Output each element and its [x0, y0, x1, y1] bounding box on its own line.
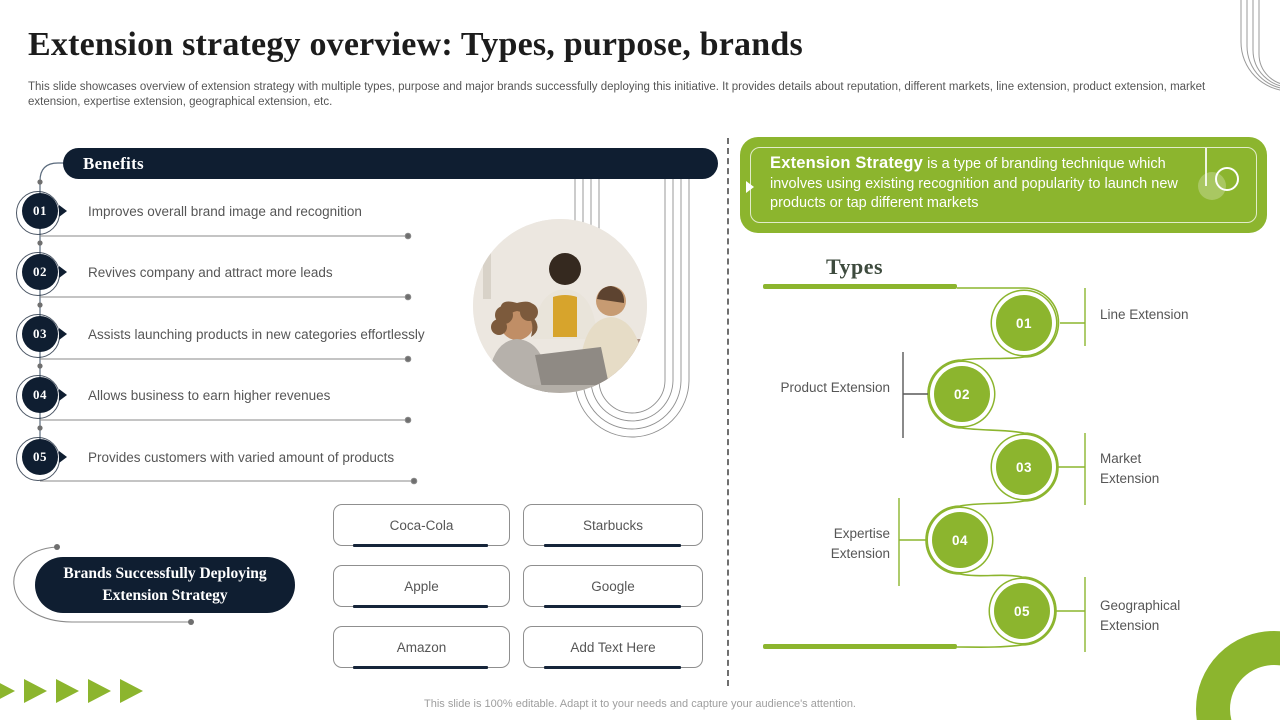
benefit-text: Provides customers with varied amount of… [88, 449, 395, 465]
type-number: 05 [1013, 603, 1031, 619]
benefit-item-3: 03 Assists launching products in new cat… [0, 313, 470, 358]
brands-heading-label: Brands Successfully Deploying Extension … [63, 565, 267, 604]
type-badge-4: 04 [932, 512, 988, 568]
ring-icon [1215, 167, 1239, 191]
underline-accent [543, 544, 681, 547]
brand-label: Coca-Cola [389, 517, 454, 533]
benefit-number-badge: 05 [16, 437, 60, 481]
brand-label: Add Text Here [570, 639, 656, 655]
slide-description: This slide showcases overview of extensi… [28, 81, 1206, 109]
benefit-number-badge: 01 [16, 191, 60, 235]
type-number: 03 [1015, 459, 1033, 475]
brand-box-coca-cola[interactable]: Coca-Cola [333, 504, 510, 547]
brand-box-google[interactable]: Google [523, 565, 703, 608]
underline-accent [353, 605, 488, 608]
type-number: 02 [953, 386, 971, 402]
type-label-line-extension: Line Extension [1100, 307, 1189, 322]
underline-accent [543, 605, 681, 608]
section-divider [727, 138, 729, 686]
definition-text: Extension Strategy is a type of branding… [770, 152, 1200, 214]
type-badge-2: 02 [934, 366, 990, 422]
brands-heading-pill: Brands Successfully Deploying Extension … [35, 557, 295, 613]
type-label-expertise-extension: Expertise Extension [830, 526, 890, 561]
team-photo-illustration [473, 219, 647, 393]
types-top-bar [763, 284, 957, 289]
brand-label: Starbucks [582, 517, 644, 533]
pointer-icon [59, 389, 67, 401]
brand-label: Apple [404, 578, 439, 594]
definition-callout: Extension Strategy is a type of branding… [740, 137, 1267, 233]
green-arrow-icons [0, 679, 143, 703]
arrow-right-icon [56, 679, 79, 703]
type-badge-1: 01 [996, 295, 1052, 351]
pointer-icon [59, 205, 67, 217]
benefit-number: 02 [33, 264, 47, 279]
arrow-right-icon [24, 679, 47, 703]
benefit-number-badge: 03 [16, 314, 60, 358]
pointer-icon [746, 181, 754, 193]
underline-accent [543, 666, 681, 669]
benefit-item-5: 05 Provides customers with varied amount… [0, 436, 470, 481]
brand-box-amazon[interactable]: Amazon [333, 626, 510, 669]
types-heading: Types [826, 254, 884, 279]
type-number: 04 [951, 532, 969, 548]
types-bottom-bar [763, 644, 957, 649]
brand-box-add-text[interactable]: Add Text Here [523, 626, 703, 669]
benefit-number: 03 [33, 326, 47, 341]
benefits-header: Benefits [63, 148, 718, 179]
arrow-right-icon [120, 679, 143, 703]
type-badge-5: 05 [994, 583, 1050, 639]
pointer-icon [59, 266, 67, 278]
underline-accent [353, 544, 488, 547]
team-photo-image [473, 219, 647, 393]
type-number: 01 [1015, 315, 1033, 331]
arrow-right-icon [88, 679, 111, 703]
brand-box-starbucks[interactable]: Starbucks [523, 504, 703, 547]
type-label-product-extension: Product Extension [780, 380, 890, 395]
benefit-text: Revives company and attract more leads [88, 264, 333, 280]
benefit-item-4: 04 Allows business to earn higher revenu… [0, 374, 470, 419]
connector-line [1205, 148, 1207, 186]
brand-label: Amazon [396, 639, 447, 655]
benefits-heading-label: Benefits [83, 153, 144, 173]
brand-box-apple[interactable]: Apple [333, 565, 510, 608]
benefit-text: Assists launching products in new catego… [88, 326, 425, 342]
footer-note: This slide is 100% editable. Adapt it to… [424, 698, 856, 710]
benefit-number-badge: 04 [16, 375, 60, 419]
benefit-number-badge: 02 [16, 252, 60, 296]
arrow-right-icon [0, 679, 15, 703]
underline-accent [353, 666, 488, 669]
pointer-icon [59, 328, 67, 340]
benefit-item-2: 02 Revives company and attract more lead… [0, 251, 470, 296]
type-label-market-extension: Market Extension [1100, 451, 1160, 486]
page-title: Extension strategy overview: Types, purp… [28, 26, 803, 63]
benefit-text: Allows business to earn higher revenues [88, 387, 331, 403]
definition-body: is a type of branding technique which in… [770, 156, 1178, 212]
benefit-number: 04 [33, 387, 47, 402]
benefit-item-1: 01 Improves overall brand image and reco… [0, 190, 470, 235]
brand-label: Google [591, 578, 635, 594]
type-label-geographical-extension: Geographical Extension [1100, 598, 1181, 633]
type-badge-3: 03 [996, 439, 1052, 495]
benefit-number: 01 [33, 203, 47, 218]
pointer-icon [59, 451, 67, 463]
benefit-number: 05 [33, 449, 47, 464]
benefit-text: Improves overall brand image and recogni… [88, 203, 362, 219]
definition-term: Extension Strategy [770, 154, 924, 172]
